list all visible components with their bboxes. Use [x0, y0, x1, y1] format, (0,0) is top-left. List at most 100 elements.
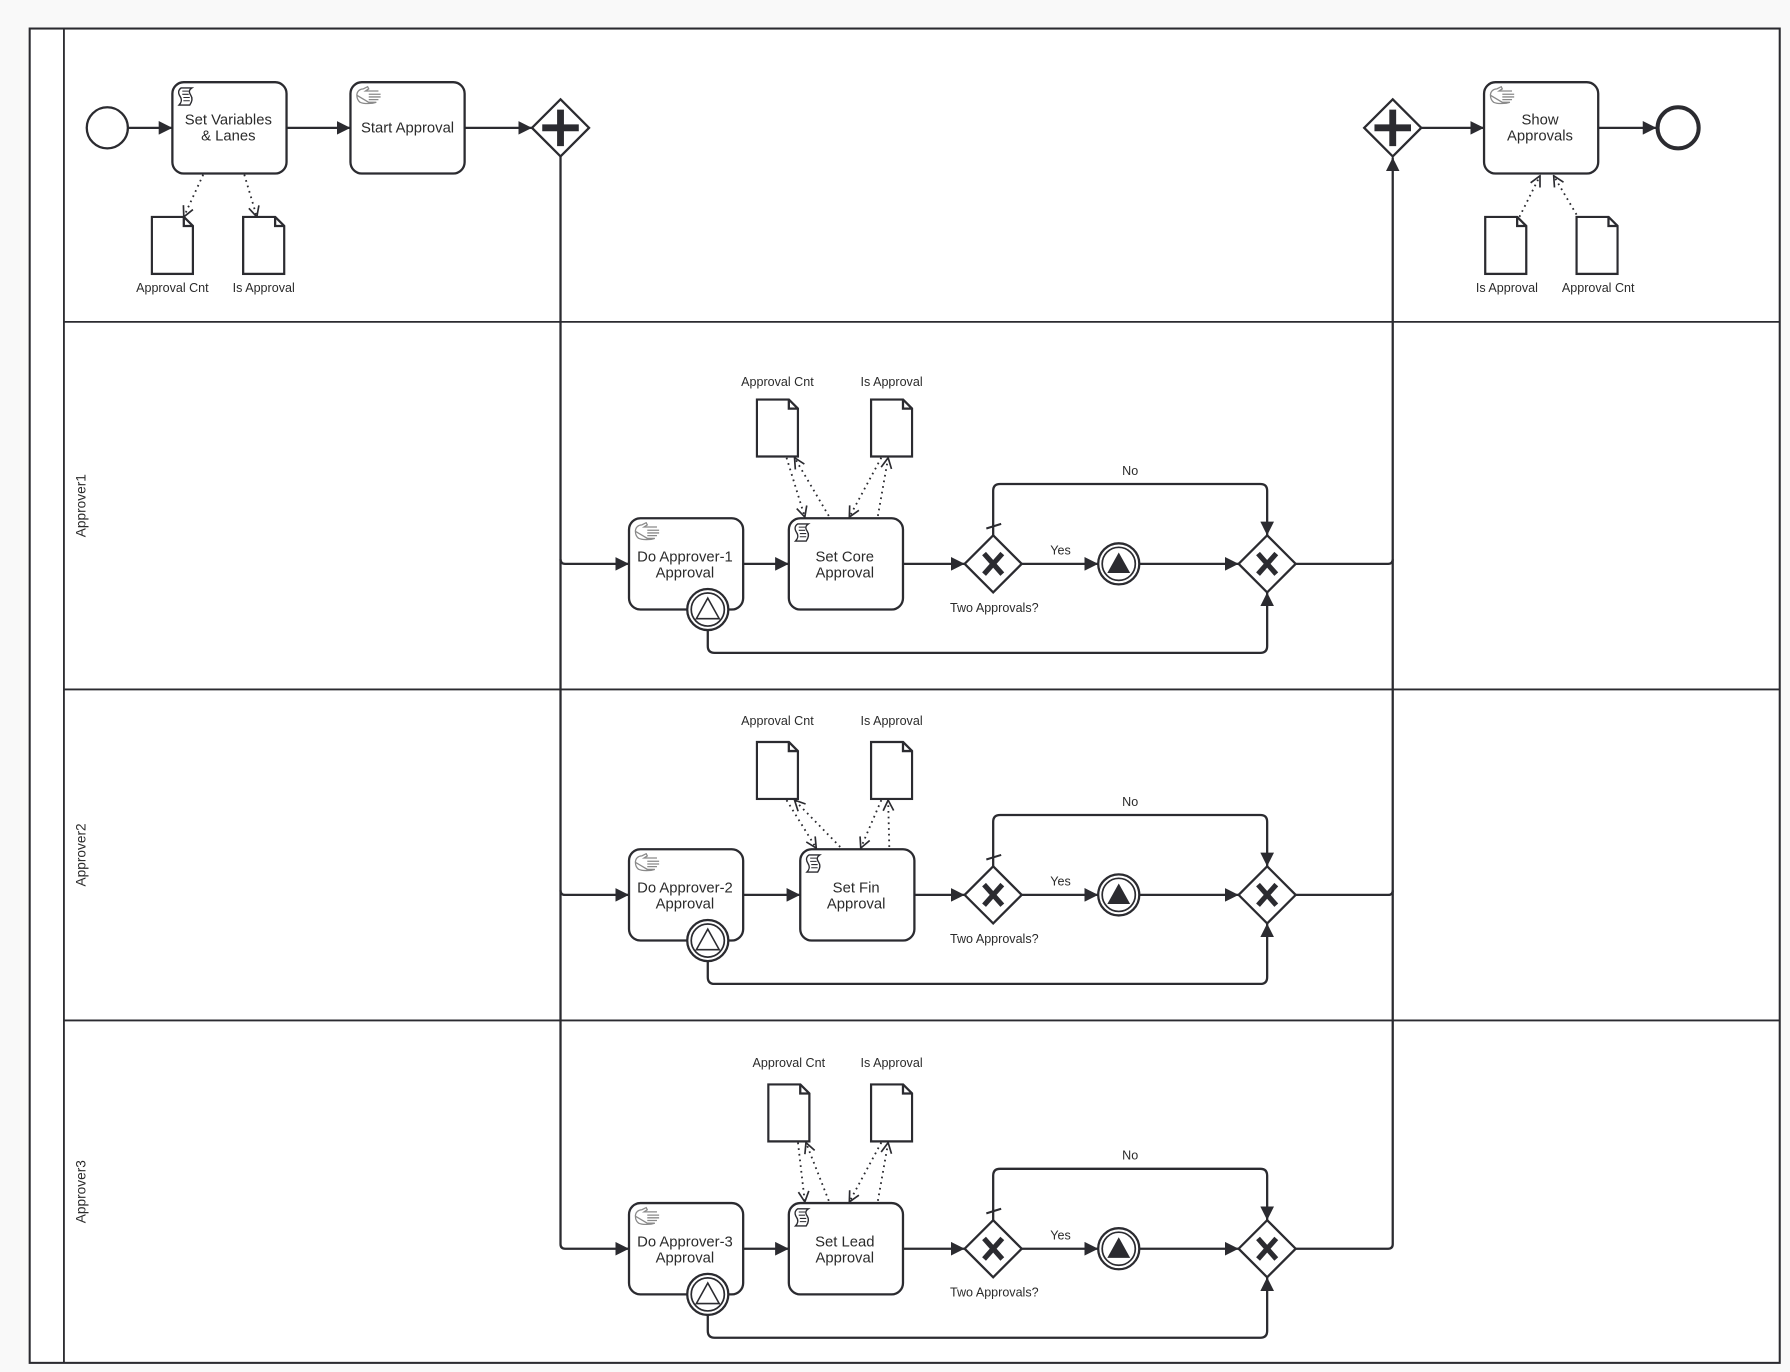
exclusive-gateway-merge[interactable] — [1237, 533, 1298, 595]
sequence-flow-no[interactable] — [992, 482, 1275, 536]
escalation-flow[interactable] — [706, 923, 1275, 986]
data-association[interactable] — [876, 458, 888, 517]
gateway-label: Two Approvals? — [950, 601, 1039, 615]
exclusive-gateway-decision[interactable]: Two Approvals? — [950, 533, 1039, 615]
exclusive-gateway-decision[interactable]: Two Approvals? — [950, 864, 1039, 946]
flow-label-no: No — [1122, 1149, 1138, 1163]
task-label: Approval — [827, 897, 886, 913]
flow-label-yes: Yes — [1050, 1229, 1070, 1243]
data-association[interactable] — [785, 799, 817, 848]
escalation-icon — [1107, 552, 1131, 573]
data-association[interactable] — [806, 1143, 830, 1202]
flow-label-no: No — [1122, 795, 1138, 809]
task-show-approvals[interactable]: Show Approvals — [1482, 81, 1600, 175]
event-inner-ring — [690, 923, 726, 958]
task-label: Set Core — [816, 550, 875, 566]
sequence-flow-no[interactable] — [992, 813, 1275, 867]
split-flow-approver3[interactable] — [559, 156, 630, 1256]
data-object-label: Is Approval — [861, 714, 923, 728]
document-icon — [755, 398, 800, 458]
escalation-flow[interactable] — [706, 1277, 1275, 1339]
task-label: Approval — [816, 566, 875, 582]
data-association[interactable] — [1518, 176, 1540, 218]
boundary-escalation-event[interactable] — [686, 587, 730, 632]
data-object-is-approval[interactable]: Is Approval — [861, 1056, 923, 1143]
document-icon — [767, 1083, 811, 1143]
data-association[interactable] — [243, 174, 257, 217]
data-object-approval-cnt[interactable]: Approval Cnt — [136, 215, 209, 295]
x-icon — [982, 882, 1005, 907]
gateway-label: Two Approvals? — [950, 1286, 1039, 1300]
exclusive-gateway-decision[interactable]: Two Approvals? — [950, 1218, 1039, 1300]
join-flow-collector[interactable] — [1295, 157, 1400, 1250]
task-box[interactable] — [1482, 81, 1600, 175]
document-icon — [1575, 215, 1619, 276]
data-object-is-approval[interactable]: Is Approval — [233, 215, 295, 295]
intermediate-escalation-throw-event[interactable] — [1097, 1227, 1141, 1271]
x-icon — [1256, 551, 1279, 576]
document-icon — [869, 1083, 914, 1143]
data-object-is-approval-show[interactable]: Is Approval — [1476, 215, 1538, 295]
document-icon — [869, 398, 914, 458]
join-flow-approver2[interactable] — [1295, 890, 1394, 897]
task-box[interactable] — [171, 81, 288, 175]
intermediate-escalation-throw-event[interactable] — [1097, 873, 1141, 917]
data-association[interactable] — [888, 800, 889, 847]
data-object-label: Approval Cnt — [741, 714, 814, 728]
task-set-variables[interactable]: Set Variables & Lanes — [171, 81, 288, 175]
task-label: Approvals — [1507, 128, 1573, 144]
split-flow-approver1[interactable] — [559, 557, 630, 571]
start-event[interactable] — [85, 106, 129, 150]
escalation-icon — [1107, 883, 1131, 905]
escalation-flow[interactable] — [706, 592, 1275, 655]
data-object-is-approval[interactable]: Is Approval — [861, 714, 923, 801]
x-icon — [982, 1236, 1005, 1261]
task-box[interactable] — [349, 81, 466, 175]
join-flow-approver1[interactable] — [1295, 559, 1394, 566]
data-object-is-approval[interactable]: Is Approval — [861, 375, 923, 458]
data-object-label: Approval Cnt — [1562, 281, 1635, 295]
boundary-escalation-event[interactable] — [686, 918, 730, 963]
escalation-icon — [695, 927, 721, 951]
data-object-label: Is Approval — [861, 375, 923, 389]
x-icon — [982, 551, 1005, 576]
task-start-approval[interactable]: Start Approval — [349, 81, 466, 175]
task-label: Do Approver-2 — [637, 881, 733, 897]
task-label: Approval — [816, 1250, 875, 1266]
end-event[interactable] — [1655, 105, 1701, 151]
data-object-label: Approval Cnt — [753, 1056, 826, 1070]
data-object-approval-cnt[interactable]: Approval Cnt — [741, 375, 814, 458]
data-association[interactable] — [797, 1142, 805, 1202]
task-label: Show — [1521, 112, 1558, 128]
lane-label-approver2: Approver2 — [74, 823, 89, 886]
data-object-approval-cnt-show[interactable]: Approval Cnt — [1562, 215, 1635, 295]
boundary-escalation-event[interactable] — [686, 1272, 730, 1317]
document-icon — [150, 215, 195, 276]
data-association[interactable] — [876, 1143, 888, 1201]
task-label: Start Approval — [361, 120, 454, 136]
task-label: Do Approver-3 — [637, 1234, 733, 1250]
task-label: Set Variables — [185, 112, 272, 128]
split-flow-approver2[interactable] — [559, 888, 630, 902]
exclusive-gateway-merge[interactable] — [1237, 1218, 1298, 1279]
event-inner-ring — [690, 1276, 726, 1312]
data-association[interactable] — [785, 457, 805, 517]
plus-icon — [1374, 109, 1411, 147]
data-association[interactable] — [184, 174, 205, 217]
data-object-approval-cnt[interactable]: Approval Cnt — [753, 1056, 826, 1143]
parallel-join-gateway[interactable] — [1362, 97, 1423, 158]
task-label: Approval — [656, 1250, 715, 1266]
exclusive-gateway-merge[interactable] — [1237, 864, 1298, 926]
data-object-approval-cnt[interactable]: Approval Cnt — [741, 714, 814, 801]
sequence-flow-no[interactable] — [992, 1167, 1275, 1221]
intermediate-escalation-throw-event[interactable] — [1097, 542, 1141, 586]
task-label: Set Lead — [815, 1234, 874, 1250]
escalation-icon — [1107, 1237, 1131, 1258]
